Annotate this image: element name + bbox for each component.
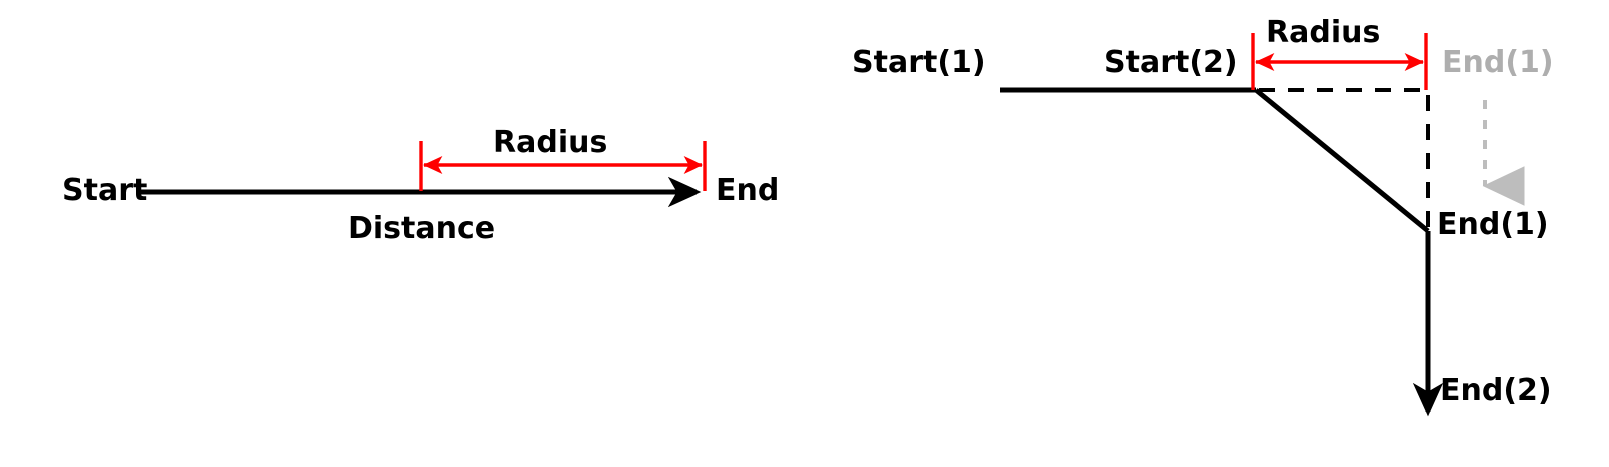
left-diagram-group <box>138 141 707 208</box>
label-end-2: End(2) <box>1440 373 1552 408</box>
label-radius-left: Radius <box>493 125 608 160</box>
right-diagram-group <box>1000 33 1525 417</box>
label-end-1-ghost: End(1) <box>1442 45 1554 80</box>
fillet-diagonal-segment <box>1254 88 1430 233</box>
label-radius-right: Radius <box>1266 15 1381 50</box>
label-start-1: Start(1) <box>852 45 986 80</box>
label-distance: Distance <box>348 211 496 246</box>
construction-dashed-corner <box>1259 88 1430 236</box>
label-start: Start <box>62 173 148 208</box>
label-start-2: Start(2) <box>1104 45 1238 80</box>
label-end: End <box>716 173 780 208</box>
label-end-1: End(1) <box>1437 207 1549 242</box>
